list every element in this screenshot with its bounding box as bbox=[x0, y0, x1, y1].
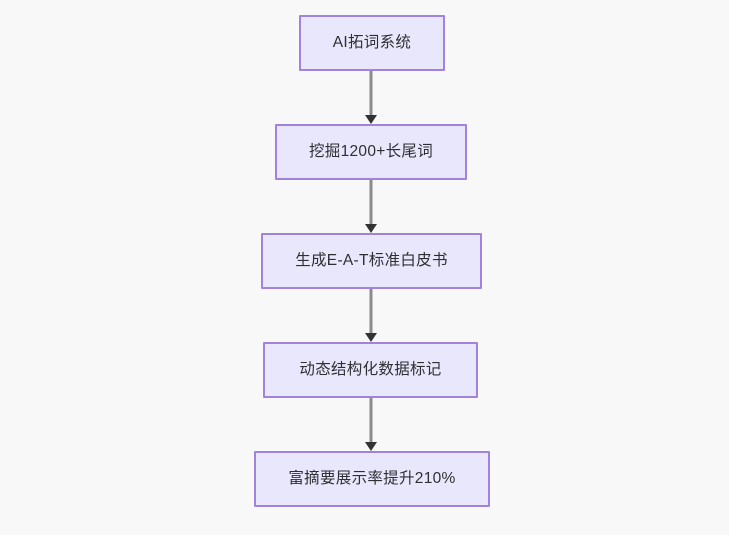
connector-node2-node3 bbox=[365, 180, 377, 233]
flow-node-mine-longtail-keywords[interactable]: 挖掘1200+长尾词 bbox=[275, 124, 467, 180]
flow-node-dynamic-structured-data[interactable]: 动态结构化数据标记 bbox=[263, 342, 478, 398]
arrowhead-down-icon bbox=[365, 442, 377, 451]
connector-line bbox=[369, 398, 373, 443]
arrowhead-down-icon bbox=[365, 333, 377, 342]
connector-node3-node4 bbox=[365, 289, 377, 342]
connector-line bbox=[369, 289, 373, 334]
connector-line bbox=[369, 71, 373, 116]
connector-node1-node2 bbox=[365, 71, 377, 124]
connector-line bbox=[369, 180, 373, 225]
flow-node-rich-snippet-uplift[interactable]: 富摘要展示率提升210% bbox=[254, 451, 490, 507]
arrowhead-down-icon bbox=[365, 224, 377, 233]
connector-node4-node5 bbox=[365, 398, 377, 451]
flow-node-generate-eat-whitepaper[interactable]: 生成E-A-T标准白皮书 bbox=[261, 233, 482, 289]
flow-node-ai-keyword-system[interactable]: AI拓词系统 bbox=[299, 15, 445, 71]
arrowhead-down-icon bbox=[365, 115, 377, 124]
